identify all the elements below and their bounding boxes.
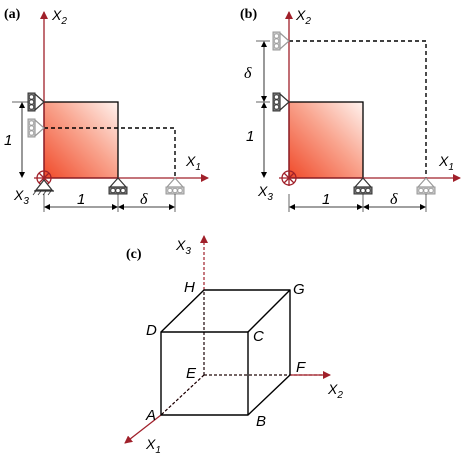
panel-a-x2-label: X2 bbox=[51, 7, 67, 27]
panel-b-deformed-outline bbox=[289, 40, 427, 178]
panel-a-roller-support-top-icon bbox=[27, 92, 45, 112]
panel-a-pin-support-icon bbox=[32, 179, 55, 196]
panel-b-horizontal-side-label: 1 bbox=[322, 191, 330, 208]
panel-a-x3-label: X3 bbox=[13, 187, 29, 207]
panel-a-x1-label: X1 bbox=[185, 153, 201, 173]
panel-c-vertex-a: A bbox=[145, 407, 156, 424]
panel-a-horizontal-dimension bbox=[43, 194, 176, 212]
panel-c-vertex-g: G bbox=[293, 281, 305, 298]
panel-c-vertex-h: H bbox=[184, 279, 195, 296]
panel-a-horizontal-side-label: 1 bbox=[77, 191, 85, 208]
panel-b-roller-support-ghost-bottom-icon bbox=[416, 177, 436, 195]
panel-c-cube-visible-edges bbox=[160, 289, 291, 416]
panel-a: (a) X2 X1 X3 1 1 bbox=[4, 7, 209, 212]
panel-b-roller-support-ghost-top-icon bbox=[272, 31, 290, 51]
panel-c-x2-label: X2 bbox=[327, 381, 343, 401]
panel-b-vertical-dimension bbox=[256, 40, 270, 178]
panel-a-label: (a) bbox=[4, 7, 21, 22]
panel-c-label: (c) bbox=[126, 247, 142, 262]
panel-b-x3-label: X3 bbox=[257, 183, 273, 203]
panel-a-roller-support-ghost-bottom-icon bbox=[165, 177, 185, 195]
panel-b-delta-horizontal-label: δ bbox=[390, 191, 398, 208]
panel-a-delta-label: δ bbox=[140, 191, 148, 208]
panel-c-vertex-e: E bbox=[186, 365, 197, 382]
panel-c-x1-axis-hidden bbox=[160, 374, 205, 416]
panel-b-horizontal-dimension bbox=[288, 194, 427, 212]
panel-b-delta-vertical-label: δ bbox=[244, 65, 252, 82]
panel-c-vertex-c: C bbox=[253, 328, 264, 345]
panel-a-deformed-outline bbox=[44, 127, 176, 178]
panel-c-vertex-f: F bbox=[296, 359, 306, 376]
panel-b-roller-support-left-icon bbox=[272, 92, 290, 112]
panel-b: (b) X2 X1 X3 δ 1 bbox=[240, 7, 461, 212]
panel-b-vertical-side-label: 1 bbox=[246, 128, 254, 145]
panel-b-x1-label: X1 bbox=[438, 153, 454, 173]
panel-a-vertical-side-label: 1 bbox=[4, 132, 12, 149]
panel-a-roller-support-bottom-icon bbox=[108, 177, 128, 195]
panel-c-x1-label: X1 bbox=[145, 436, 161, 456]
panel-a-unit-square bbox=[43, 101, 119, 179]
panel-b-x2-label: X2 bbox=[295, 7, 311, 27]
panel-a-roller-support-ghost-left-icon bbox=[27, 118, 45, 138]
panel-b-x3-origin-icon bbox=[281, 170, 297, 186]
panel-c: (c) X3 X2 X1 A B C D E F G H bbox=[124, 235, 343, 456]
panel-b-label: (b) bbox=[240, 7, 257, 22]
panel-b-unit-square bbox=[288, 101, 364, 179]
panel-c-x1-axis bbox=[124, 414, 162, 444]
panel-c-x3-label: X3 bbox=[175, 237, 191, 257]
panel-c-vertex-d: D bbox=[146, 322, 157, 339]
panel-b-roller-support-bottom-icon bbox=[353, 177, 373, 195]
panel-c-vertex-b: B bbox=[256, 413, 266, 430]
panel-a-vertical-dimension bbox=[12, 101, 28, 178]
